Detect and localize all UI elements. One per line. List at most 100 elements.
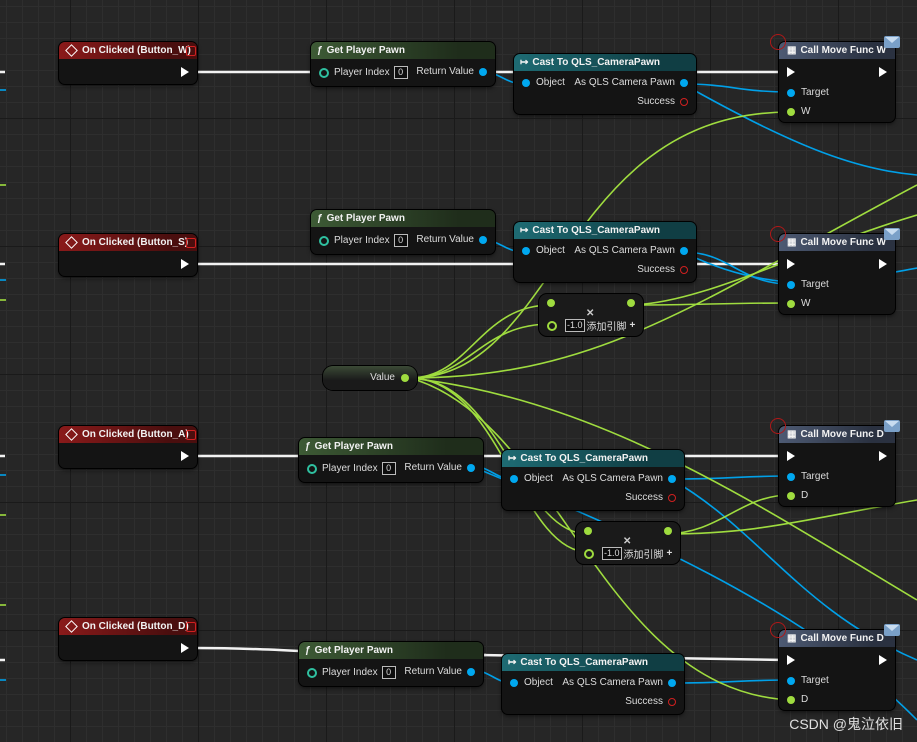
node-title: Get Player Pawn — [326, 45, 405, 56]
player-index-input[interactable]: 0 — [381, 462, 396, 475]
param-pin[interactable] — [787, 107, 795, 116]
cast-to-camera-pawn-node[interactable]: ↦Cast To QLS_CameraPawn Object As QLS Ca… — [502, 654, 684, 714]
target-pin[interactable] — [787, 676, 795, 685]
return-value-pin[interactable] — [467, 463, 475, 472]
cast-to-camera-pawn-node[interactable]: ↦Cast To QLS_CameraPawn Object As QLS Ca… — [514, 222, 696, 282]
object-label: Object — [524, 677, 553, 688]
target-pin[interactable] — [787, 472, 795, 481]
call-move-func-node[interactable]: ▦Call Move Func W Target W — [779, 42, 895, 122]
target-pin[interactable] — [787, 88, 795, 97]
call-move-func-node[interactable]: ▦Call Move Func D Target D — [779, 426, 895, 506]
as-camera-pawn-pin[interactable] — [680, 246, 688, 255]
return-value-pin[interactable] — [479, 235, 487, 244]
exec-in-pin[interactable] — [787, 451, 795, 461]
exec-out-pin[interactable] — [879, 67, 887, 77]
call-move-func-node[interactable]: ▦Call Move Func D Target D — [779, 630, 895, 710]
multiply-in-b-pin[interactable] — [547, 320, 557, 331]
node-title: Call Move Func D — [800, 633, 884, 644]
value-out-pin[interactable] — [401, 373, 409, 382]
multiply-out-pin[interactable] — [664, 527, 672, 535]
exec-out-pin[interactable] — [879, 451, 887, 461]
cast-to-camera-pawn-node[interactable]: ↦Cast To QLS_CameraPawn Object As QLS Ca… — [502, 450, 684, 510]
player-index-label: Player Index — [334, 67, 390, 78]
add-pin-plus-icon[interactable]: + — [666, 548, 673, 559]
call-move-func-node[interactable]: ▦Call Move Func W Target W — [779, 234, 895, 314]
event-node-button-w[interactable]: On Clicked (Button_W) — [59, 42, 197, 84]
param-pin[interactable] — [787, 299, 795, 308]
as-camera-pawn-pin[interactable] — [668, 678, 676, 687]
exec-out-pin[interactable] — [181, 643, 189, 653]
player-index-pin[interactable] — [319, 235, 329, 246]
value-input-node[interactable]: Value — [323, 366, 417, 390]
breakpoint-circle-icon[interactable] — [770, 34, 786, 50]
event-diamond-icon — [65, 236, 78, 249]
breakpoint-circle-icon[interactable] — [770, 418, 786, 434]
exec-in-pin[interactable] — [787, 655, 795, 665]
return-value-pin[interactable] — [479, 67, 487, 76]
event-node-button-s[interactable]: On Clicked (Button_S) — [59, 234, 197, 276]
event-node-button-a[interactable]: On Clicked (Button_A) — [59, 426, 197, 468]
param-pin[interactable] — [787, 491, 795, 500]
exec-out-pin[interactable] — [181, 67, 189, 77]
return-value-pin[interactable] — [467, 667, 475, 676]
delegate-pin-icon[interactable] — [186, 430, 196, 440]
delegate-pin-icon[interactable] — [186, 238, 196, 248]
breakpoint-circle-icon[interactable] — [770, 226, 786, 242]
cast-to-camera-pawn-node[interactable]: ↦Cast To QLS_CameraPawn Object As QLS Ca… — [514, 54, 696, 114]
multiply-out-pin[interactable] — [627, 299, 635, 307]
multiply-in-b-pin[interactable] — [584, 548, 594, 559]
object-pin[interactable] — [522, 78, 530, 87]
success-label: Success — [625, 492, 663, 503]
player-index-input[interactable]: 0 — [393, 66, 408, 79]
success-pin[interactable] — [668, 493, 676, 502]
as-camera-pawn-pin[interactable] — [680, 78, 688, 87]
multiply-in-a-pin[interactable] — [584, 527, 592, 535]
object-pin[interactable] — [510, 474, 518, 483]
delegate-pin-icon[interactable] — [186, 46, 196, 56]
object-label: Object — [524, 473, 553, 484]
success-pin[interactable] — [668, 697, 676, 706]
multiply-value-input[interactable]: -1.0 — [602, 547, 622, 560]
player-index-pin[interactable] — [307, 667, 317, 678]
exec-in-pin[interactable] — [787, 67, 795, 77]
as-camera-pawn-pin[interactable] — [668, 474, 676, 483]
add-pin-plus-icon[interactable]: + — [629, 320, 636, 331]
player-index-pin[interactable] — [319, 67, 329, 78]
success-pin[interactable] — [680, 265, 688, 274]
event-diamond-icon — [65, 428, 78, 441]
message-icon: ▦ — [787, 237, 797, 248]
success-pin[interactable] — [680, 97, 688, 106]
event-node-button-d[interactable]: On Clicked (Button_D) — [59, 618, 197, 660]
player-index-pin[interactable] — [307, 463, 317, 474]
multiply-in-a-pin[interactable] — [547, 299, 555, 307]
delegate-pin-icon[interactable] — [186, 622, 196, 632]
cast-arrow-icon: ↦ — [520, 57, 529, 68]
add-pin-label[interactable]: 添加引脚 — [623, 550, 664, 561]
exec-out-pin[interactable] — [181, 259, 189, 269]
success-label: Success — [637, 264, 675, 275]
player-index-label: Player Index — [322, 667, 378, 678]
exec-out-pin[interactable] — [879, 259, 887, 269]
envelope-icon — [884, 624, 900, 636]
add-pin-label[interactable]: 添加引脚 — [586, 322, 627, 333]
object-pin[interactable] — [522, 246, 530, 255]
value-label: Value — [370, 372, 395, 383]
multiply-value-input[interactable]: -1.0 — [565, 319, 585, 332]
player-index-input[interactable]: 0 — [381, 666, 396, 679]
breakpoint-circle-icon[interactable] — [770, 622, 786, 638]
player-index-input[interactable]: 0 — [393, 234, 408, 247]
object-pin[interactable] — [510, 678, 518, 687]
target-pin[interactable] — [787, 280, 795, 289]
exec-out-pin[interactable] — [879, 655, 887, 665]
param-pin[interactable] — [787, 695, 795, 704]
node-title: Call Move Func W — [800, 237, 887, 248]
event-diamond-icon — [65, 44, 78, 57]
exec-in-pin[interactable] — [787, 259, 795, 269]
exec-out-pin[interactable] — [181, 451, 189, 461]
